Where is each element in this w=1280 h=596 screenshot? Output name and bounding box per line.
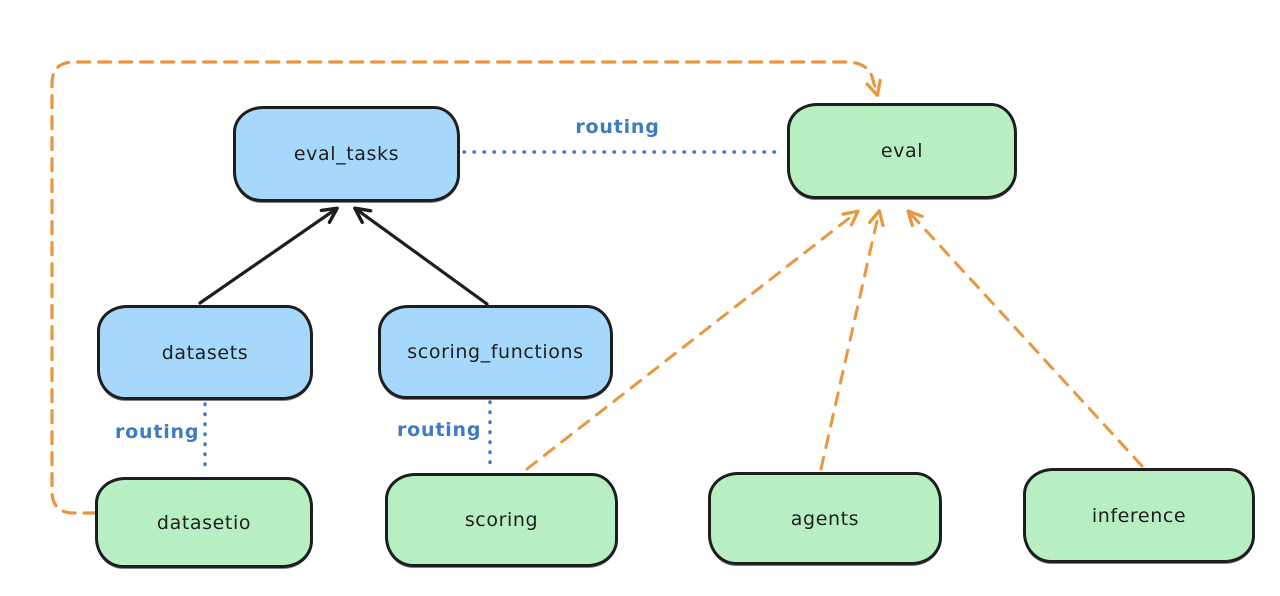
node-agents: agents xyxy=(708,472,942,565)
routing-label-top: routing xyxy=(575,116,660,138)
node-eval-tasks: eval_tasks xyxy=(233,106,460,202)
node-datasets: datasets xyxy=(97,305,313,400)
node-datasetio-label: datasetio xyxy=(156,511,252,534)
edge-agents-to-eval-dashed xyxy=(819,209,885,471)
node-eval-tasks-label: eval_tasks xyxy=(293,143,400,165)
edge-scoring-functions-to-eval-tasks-arrow xyxy=(353,206,489,306)
node-inference: inference xyxy=(1023,468,1255,563)
node-scoring-functions-label: scoring_functions xyxy=(407,341,584,363)
edge-datasetio-to-eval-dashed xyxy=(50,60,882,515)
node-eval-label: eval xyxy=(880,140,924,162)
node-scoring-functions: scoring_functions xyxy=(378,305,613,399)
edge-inference-to-eval-dashed xyxy=(906,209,1144,468)
node-inference-label: inference xyxy=(1091,504,1187,527)
node-eval: eval xyxy=(787,103,1017,199)
edge-datasets-to-eval-tasks-arrow xyxy=(198,206,339,305)
node-datasets-label: datasets xyxy=(161,341,249,364)
routing-label-datasets: routing xyxy=(115,421,200,443)
node-datasetio: datasetio xyxy=(95,477,313,568)
routing-label-scoring: routing xyxy=(397,419,482,441)
node-agents-label: agents xyxy=(790,507,860,530)
node-scoring-label: scoring xyxy=(464,509,539,531)
node-scoring: scoring xyxy=(385,473,618,567)
